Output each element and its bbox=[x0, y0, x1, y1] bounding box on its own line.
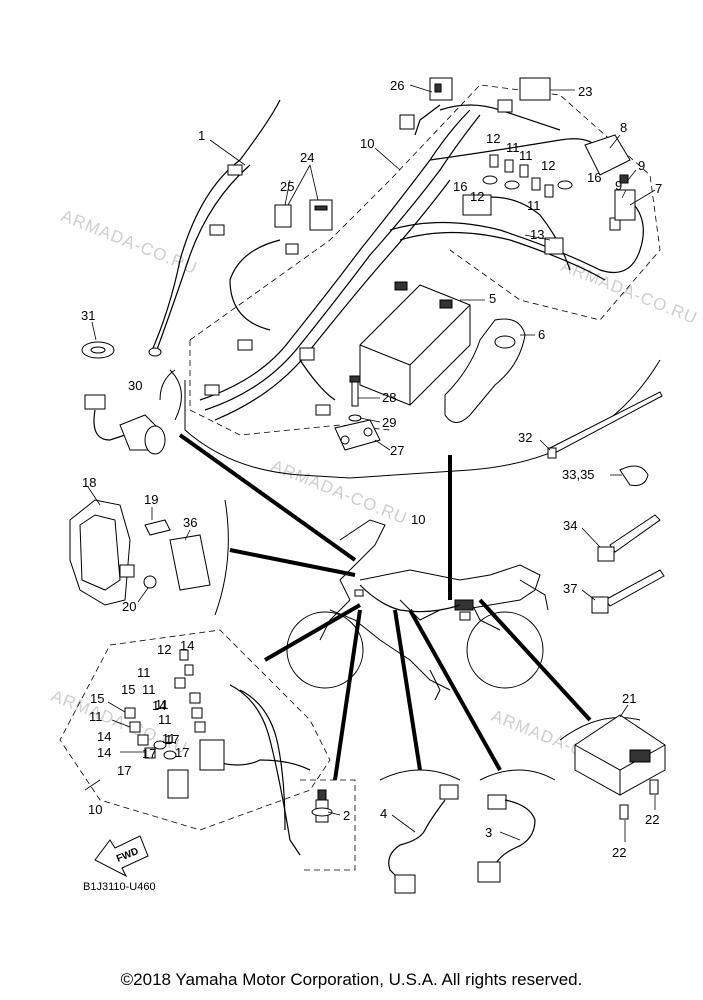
callout-label: 11 bbox=[519, 148, 533, 163]
callout-label: 12 bbox=[541, 158, 555, 173]
callout-label: 28 bbox=[382, 390, 396, 405]
callout-label: 11 bbox=[155, 697, 169, 712]
callout-label: 10 bbox=[88, 802, 102, 817]
callout-label: 7 bbox=[655, 181, 662, 196]
callout-label: 26 bbox=[390, 78, 404, 93]
callout-label: 16 bbox=[587, 170, 601, 185]
grommet-31 bbox=[81, 321, 115, 359]
sensor-4 bbox=[379, 769, 461, 894]
callout-label: 27 bbox=[390, 443, 404, 458]
callout-label: 16 bbox=[453, 179, 467, 194]
sensor-2 bbox=[311, 789, 341, 823]
group-connector-lines bbox=[178, 433, 592, 781]
callout-label: 21 bbox=[622, 691, 636, 706]
callout-label: 19 bbox=[144, 492, 158, 507]
callout-label: 32 bbox=[518, 430, 532, 445]
ecu-group-left bbox=[69, 486, 229, 616]
callout-label: 2 bbox=[343, 808, 350, 823]
callout-label: 25 bbox=[280, 179, 294, 194]
diagram-code: B1J3110-U460 bbox=[83, 881, 156, 893]
callout-label: 14 bbox=[97, 745, 111, 760]
callout-label: 11 bbox=[137, 665, 151, 680]
callout-label: 34 bbox=[563, 518, 577, 533]
callout-label: 12 bbox=[470, 189, 484, 204]
callout-label: 12 bbox=[486, 131, 500, 146]
callout-label: 12 bbox=[157, 642, 171, 657]
bottom-left-harness bbox=[59, 629, 356, 871]
callout-label: 13 bbox=[530, 227, 544, 242]
callout-label: 15 bbox=[90, 691, 104, 706]
callout-label: 11 bbox=[162, 731, 176, 746]
battery bbox=[359, 281, 471, 406]
callout-label: 5 bbox=[489, 291, 496, 306]
callout-label: 9 bbox=[638, 158, 645, 173]
callout-label: 11 bbox=[527, 198, 541, 213]
callout-label: 36 bbox=[183, 515, 197, 530]
callout-label: 10 bbox=[411, 512, 425, 527]
callout-label: 10 bbox=[360, 136, 374, 151]
callout-label: 29 bbox=[382, 415, 396, 430]
callout-label: 8 bbox=[620, 120, 627, 135]
callout-label: 1 bbox=[198, 128, 205, 143]
callout-label: 14 bbox=[97, 729, 111, 744]
callout-label: 20 bbox=[122, 599, 136, 614]
callout-label: 11 bbox=[506, 140, 520, 155]
socket-30 bbox=[84, 369, 176, 455]
callout-label: 9 bbox=[615, 178, 622, 193]
callout-label: 18 bbox=[82, 475, 96, 490]
callout-label: 17 bbox=[175, 745, 189, 760]
watermark: ARMADA-CO.RU bbox=[269, 456, 411, 528]
leader-lines-top bbox=[209, 84, 656, 451]
motorcycle-outline bbox=[286, 519, 549, 701]
callout-label: 14 bbox=[152, 698, 166, 713]
callout-labels: 1 2 3 4 5 6 7 8 9 9 10 10 10 11 11 11 11… bbox=[81, 78, 662, 860]
fuse-relay-cluster bbox=[274, 77, 636, 231]
callout-label: 11 bbox=[142, 682, 156, 697]
callout-label: 17 bbox=[117, 763, 131, 778]
callout-label: 37 bbox=[563, 581, 577, 596]
callout-label: 23 bbox=[578, 84, 592, 99]
callout-label: 11 bbox=[158, 712, 172, 727]
callout-label: 17 bbox=[142, 746, 156, 761]
callout-label: 31 bbox=[81, 308, 95, 323]
main-harness bbox=[148, 99, 644, 421]
callout-label: 33,35 bbox=[562, 467, 595, 482]
ecu-21 bbox=[559, 704, 666, 842]
callout-label: 22 bbox=[645, 812, 659, 827]
callout-label: 11 bbox=[89, 709, 103, 724]
callout-label: 4 bbox=[380, 806, 387, 821]
callout-label: 6 bbox=[538, 327, 545, 342]
callout-label: 3 bbox=[485, 825, 492, 840]
callout-label: 22 bbox=[612, 845, 626, 860]
callout-label: 30 bbox=[128, 378, 142, 393]
callout-label: 17 bbox=[165, 732, 179, 747]
callout-label: 14 bbox=[180, 638, 194, 653]
fwd-arrow: FWD bbox=[94, 835, 149, 878]
sensor-3 bbox=[477, 769, 556, 883]
callout-label: 15 bbox=[121, 682, 135, 697]
copyright-notice: ©2018 Yamaha Motor Corporation, U.S.A. A… bbox=[120, 970, 583, 989]
right-small-parts bbox=[539, 391, 665, 614]
battery-bracket bbox=[334, 375, 381, 451]
callout-label: 24 bbox=[300, 150, 314, 165]
